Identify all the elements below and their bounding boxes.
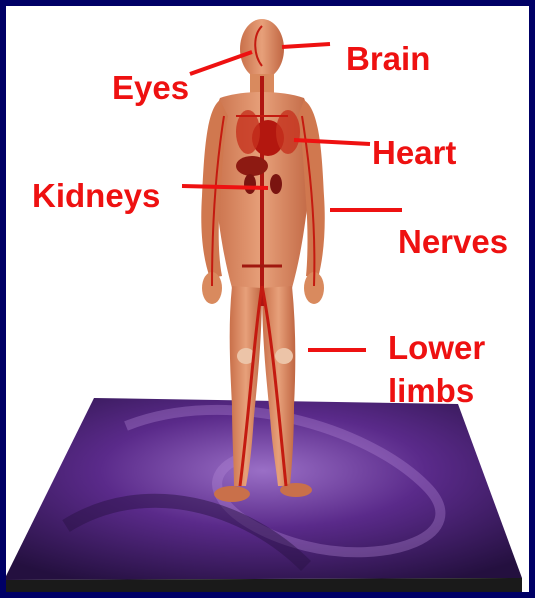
label-kidneys: Kidneys bbox=[32, 177, 160, 215]
label-nerves: Nerves bbox=[398, 223, 508, 261]
label-lower-limbs-line2: limbs bbox=[388, 372, 474, 410]
label-eyes: Eyes bbox=[112, 69, 189, 107]
liver bbox=[236, 156, 268, 176]
kidneys-leader bbox=[182, 186, 268, 188]
label-heart: Heart bbox=[372, 134, 456, 172]
label-lower-limbs-line1: Lower bbox=[388, 329, 485, 367]
head bbox=[240, 19, 284, 79]
platform-top bbox=[6, 398, 522, 580]
brain-leader bbox=[282, 44, 330, 47]
kidney-right bbox=[270, 174, 282, 194]
kidney-left bbox=[244, 174, 256, 194]
platform-side bbox=[6, 578, 522, 592]
platform bbox=[6, 398, 522, 592]
anatomy-illustration bbox=[6, 6, 529, 592]
label-brain: Brain bbox=[346, 40, 430, 78]
diagram-frame: Brain Eyes Heart Kidneys Nerves Lower li… bbox=[6, 6, 529, 592]
left-foot bbox=[214, 486, 250, 502]
